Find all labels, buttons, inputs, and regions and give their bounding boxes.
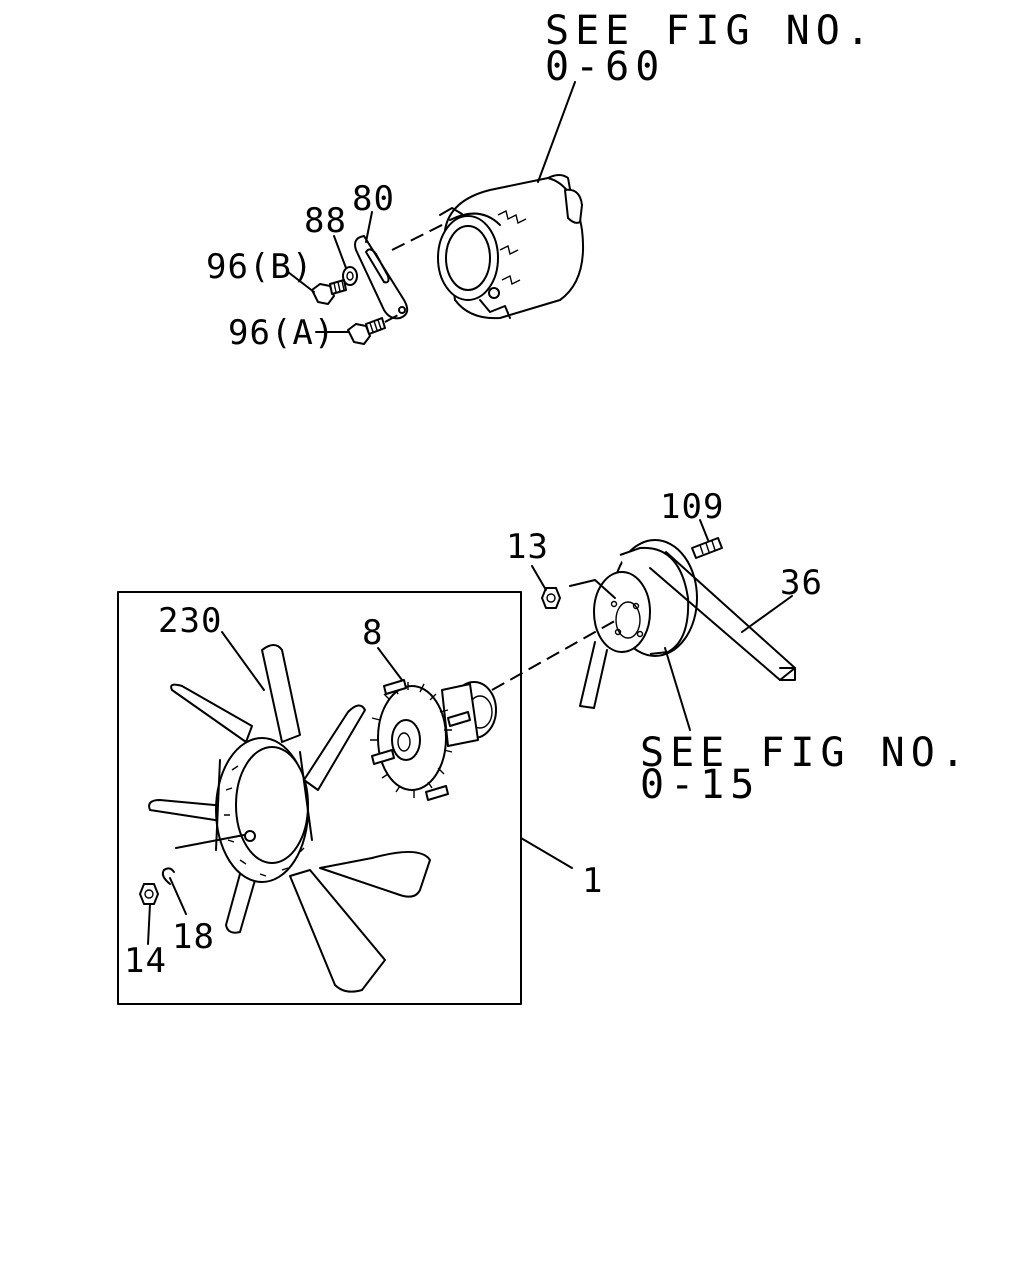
shaft-line xyxy=(491,617,621,691)
fan-pulley-assembly xyxy=(491,519,796,731)
leader-96b xyxy=(287,271,315,293)
bolt-96a xyxy=(347,317,386,345)
callout-13: 13 xyxy=(506,527,549,567)
nut-14 xyxy=(139,883,159,905)
leader-ref-top xyxy=(537,81,576,183)
cooling-fan xyxy=(148,644,431,993)
callout-18: 18 xyxy=(172,917,215,957)
v-belt xyxy=(579,551,796,709)
callout-88: 88 xyxy=(304,201,347,241)
leader-8 xyxy=(377,647,403,681)
bolt-96b xyxy=(311,279,347,305)
callout-80: 80 xyxy=(352,179,395,219)
alternator xyxy=(437,174,584,320)
callout-36: 36 xyxy=(780,563,823,603)
leader-88 xyxy=(333,235,347,269)
callout-109: 109 xyxy=(660,487,724,527)
alignment-line-bolt xyxy=(384,313,401,323)
leader-109 xyxy=(699,519,709,541)
leader-13 xyxy=(531,565,547,591)
callout-96a: 96(A) xyxy=(228,313,335,353)
leader-36 xyxy=(741,595,793,633)
leader-ref-mid xyxy=(664,647,691,731)
callout-1: 1 xyxy=(582,861,603,901)
callout-230: 230 xyxy=(158,601,222,641)
ref-top-line2: 0-60 xyxy=(545,44,665,90)
ref-mid-line2: 0-15 xyxy=(640,762,760,808)
callout-8: 8 xyxy=(362,613,383,653)
leader-18 xyxy=(169,834,245,915)
adjusting-plate xyxy=(354,235,409,320)
pulley xyxy=(593,539,698,657)
ref-mid-line1: SEE FIG NO. xyxy=(640,730,971,776)
washer-88 xyxy=(342,266,358,286)
callout-14: 14 xyxy=(124,941,167,981)
fan-clutch xyxy=(370,679,497,801)
callout-96b: 96(B) xyxy=(206,247,313,287)
nut-13 xyxy=(541,587,561,609)
leader-14 xyxy=(147,903,151,945)
stud-109 xyxy=(691,537,723,559)
washer-18 xyxy=(161,867,175,885)
alternator-assembly xyxy=(287,81,584,345)
leader-230 xyxy=(221,631,265,691)
ref-top-line1: SEE FIG NO. xyxy=(545,8,876,54)
alignment-line-plate xyxy=(391,221,449,251)
alignment-line-nut xyxy=(569,579,616,599)
leader-1 xyxy=(520,837,573,869)
leader-80 xyxy=(365,211,373,243)
kit-frame xyxy=(117,591,522,1005)
